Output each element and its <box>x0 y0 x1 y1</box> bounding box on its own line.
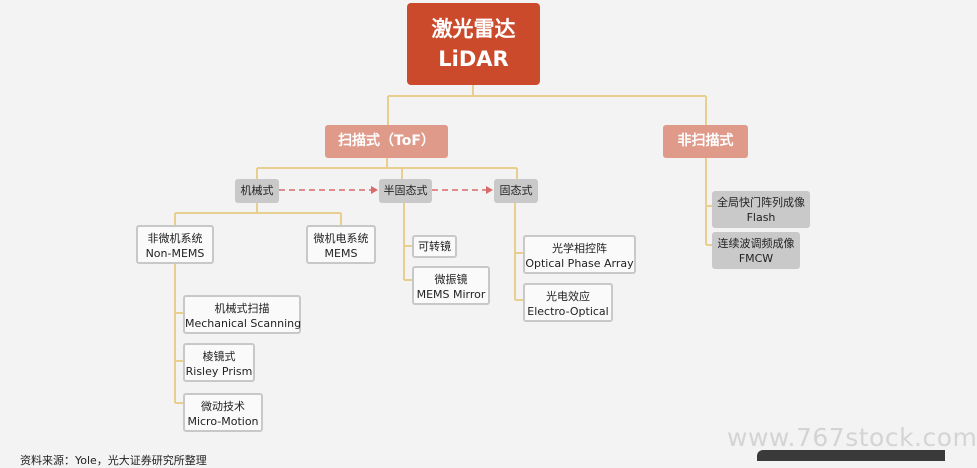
rotating-mirror-node: 可转镜 <box>412 235 457 258</box>
non-mems-en: Non-MEMS <box>145 247 205 260</box>
dashed-arrows <box>279 186 493 194</box>
non-mems-node: 非微机系统 Non-MEMS <box>136 225 214 264</box>
mems-cn: 微机电系统 <box>313 232 369 245</box>
fmcw-node: 连续波调频成像 FMCW <box>712 232 800 269</box>
flash-en: Flash <box>746 211 776 224</box>
non-mems-cn: 非微机系统 <box>147 232 203 245</box>
connector-scanning <box>256 157 518 179</box>
risley-prism-cn: 棱镜式 <box>202 350 236 363</box>
risley-prism-en: Risley Prism <box>185 365 253 378</box>
flash-node: 全局快门阵列成像 Flash <box>712 191 810 228</box>
mechanical-node: 机械式 <box>235 179 279 203</box>
electro-optical-node: 光电效应 Electro-Optical <box>523 283 613 322</box>
non-scanning-node: 非扫描式 <box>663 125 748 158</box>
fmcw-cn: 连续波调频成像 <box>717 237 795 250</box>
micro-motion-en: Micro-Motion <box>187 415 259 428</box>
source-note: 资料来源：Yole，光大证券研究所整理 <box>20 454 207 467</box>
connector-non-scanning <box>705 157 712 246</box>
electro-optical-en: Electro-Optical <box>527 305 609 318</box>
root-title-en: LiDAR <box>438 47 509 71</box>
lidar-diagram: 激光雷达 LiDAR 扫描式（ToF） 非扫描式 机械式 半固态式 固态式 非微… <box>20 3 977 467</box>
mems-mirror-node: 微振镜 MEMS Mirror <box>412 266 490 305</box>
solid-node: 固态式 <box>494 179 538 203</box>
mechanical-scanning-en: Mechanical Scanning <box>185 317 302 330</box>
flash-cn: 全局快门阵列成像 <box>717 196 805 209</box>
micro-motion-cn: 微动技术 <box>201 400 245 413</box>
optical-phase-array-cn: 光学相控阵 <box>552 242 607 255</box>
root-node: 激光雷达 LiDAR <box>407 3 540 85</box>
mechanical-scanning-node: 机械式扫描 Mechanical Scanning <box>183 295 301 334</box>
mems-en: MEMS <box>324 247 358 260</box>
scanning-node: 扫描式（ToF） <box>325 125 448 158</box>
connector-solid <box>514 203 523 301</box>
optical-phase-array-node: 光学相控阵 Optical Phase Array <box>523 235 636 274</box>
electro-optical-cn: 光电效应 <box>546 290 590 303</box>
connector-non-mems <box>174 264 183 404</box>
fmcw-en: FMCW <box>738 252 774 265</box>
micro-motion-node: 微动技术 Micro-Motion <box>183 393 263 432</box>
corner-bar <box>757 450 945 461</box>
watermark-text: www.767stock.com <box>727 423 977 452</box>
connector-lines <box>174 85 712 404</box>
root-title-cn: 激光雷达 <box>431 17 516 41</box>
mems-mirror-en: MEMS Mirror <box>416 288 486 301</box>
risley-prism-node: 棱镜式 Risley Prism <box>183 343 255 382</box>
mems-mirror-cn: 微振镜 <box>434 273 468 286</box>
mechanical-scanning-cn: 机械式扫描 <box>214 302 270 315</box>
connector-mechanical <box>174 203 342 225</box>
connector-root <box>387 85 707 125</box>
optical-phase-array-en: Optical Phase Array <box>525 257 634 270</box>
mems-node: 微机电系统 MEMS <box>306 225 376 264</box>
connector-semi-solid <box>403 203 412 281</box>
semi-solid-node: 半固态式 <box>379 179 432 203</box>
